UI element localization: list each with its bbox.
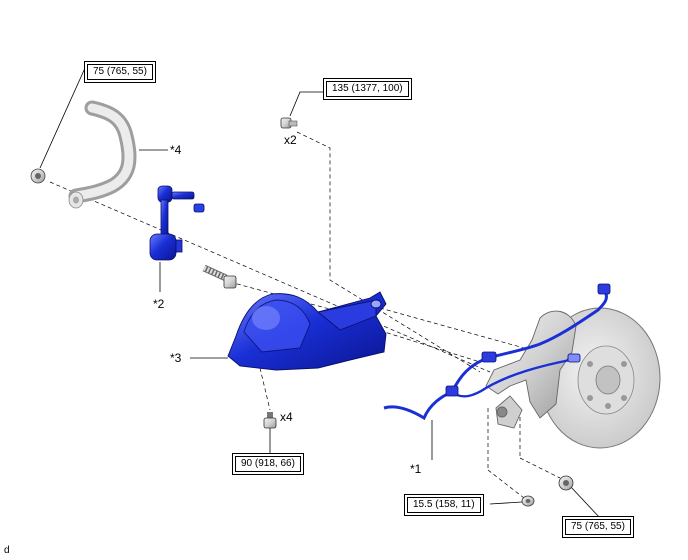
- torque-spec-knuckle-nut: 75 (765, 55): [562, 516, 634, 538]
- torque-spec-lower-bolt-text: 90 (918, 66): [235, 456, 301, 472]
- speed-sensor-harness: [383, 283, 611, 421]
- torque-spec-upper-bolt: 135 (1377, 100): [323, 78, 412, 100]
- alignment-lines: [49, 131, 561, 499]
- quantity-upper-bolt: x2: [284, 133, 297, 147]
- stabilizer-bar: [68, 100, 137, 209]
- link-bolt: [202, 264, 237, 289]
- knuckle-nut: [558, 475, 574, 491]
- leader-stabilizer-nut: [39, 67, 86, 169]
- sensor-nut: [521, 495, 535, 507]
- callout-star-4: *4: [170, 143, 182, 157]
- upper-bolt: [280, 117, 298, 129]
- leader-knuckle-nut: [569, 485, 601, 519]
- stabilizer-link: [149, 185, 205, 261]
- torque-spec-upper-bolt-text: 135 (1377, 100): [326, 81, 409, 97]
- quantity-lower-bolt: x4: [280, 410, 293, 424]
- lower-arm: [227, 291, 387, 371]
- torque-spec-knuckle-nut-text: 75 (765, 55): [565, 519, 631, 535]
- callout-star-3: *3: [170, 351, 182, 365]
- callout-star-2: *2: [153, 297, 165, 311]
- callout-star-1: *1: [410, 462, 422, 476]
- torque-spec-stabilizer-nut-text: 75 (765, 55): [87, 64, 153, 80]
- dash-knuckle-axis-b: [519, 457, 561, 479]
- leader-upper-bolt: [289, 91, 326, 117]
- dash-lower-bolt-axis: [259, 367, 271, 411]
- torque-spec-lower-bolt: 90 (918, 66): [232, 453, 304, 475]
- dash-stabilizer-axis: [49, 181, 491, 373]
- stabilizer-nut: [30, 168, 46, 184]
- torque-spec-sensor-nut-text: 15.5 (158, 11): [407, 497, 481, 513]
- leader-lines: [39, 67, 601, 519]
- dash-sensor-axis-b: [487, 469, 525, 499]
- lower-bolt: [263, 412, 277, 429]
- leader-sensor-nut: [489, 501, 523, 505]
- torque-spec-stabilizer-nut: 75 (765, 55): [84, 61, 156, 83]
- corner-mark: d: [4, 545, 10, 556]
- torque-spec-sensor-nut: 15.5 (158, 11): [404, 494, 484, 516]
